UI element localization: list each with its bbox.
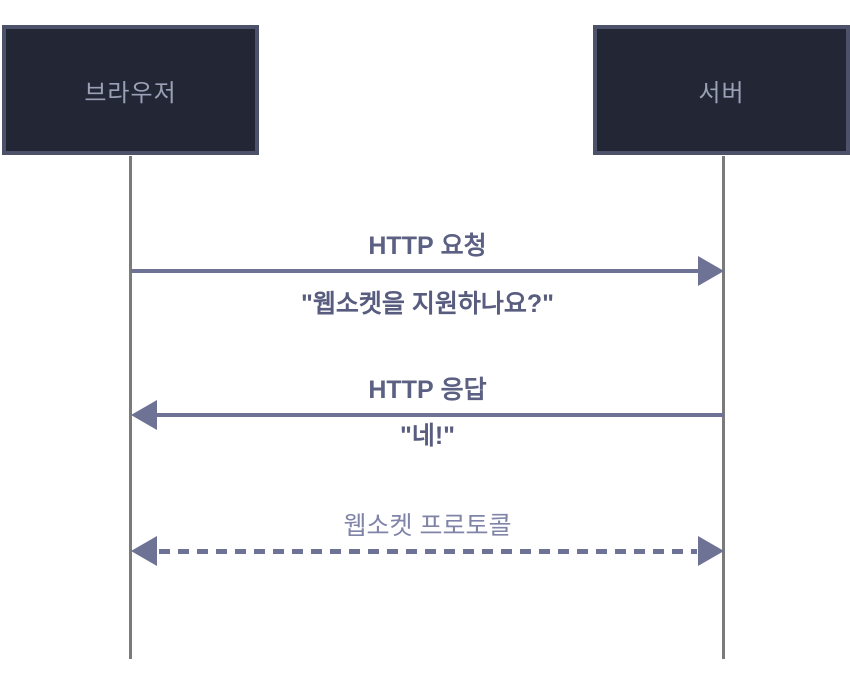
actor-browser-label: 브라우저 (84, 79, 177, 107)
message-1-label-text: 요청 (433, 232, 487, 260)
message-1-label: HTTP 요청 (131, 232, 724, 261)
message-3-arrowhead-right-icon (698, 536, 724, 566)
message-2-label: HTTP 응답 (131, 376, 724, 405)
actor-box-browser: 브라우저 (2, 25, 259, 155)
message-3-arrowhead-left-icon (131, 536, 157, 566)
actor-box-server: 서버 (593, 25, 850, 155)
actor-server-label: 서버 (698, 79, 745, 107)
message-2-note: "네!" (399, 422, 456, 450)
message-3-label: 웹소켓 프로토콜 (343, 512, 512, 540)
message-1-label-protocol: HTTP (368, 232, 434, 260)
message-1-note: "웹소켓을 지원하나요?" (301, 290, 554, 318)
lifeline-browser (129, 156, 132, 659)
message-2-label-text: 응답 (433, 376, 487, 404)
message-2-arrow-line (155, 413, 724, 417)
message-1-arrowhead-right-icon (698, 256, 724, 286)
message-2-label-protocol: HTTP (368, 376, 434, 404)
message-1-arrow-line (131, 269, 700, 273)
message-3-arrow-line (159, 549, 697, 554)
message-2-arrowhead-left-icon (131, 400, 157, 430)
lifeline-server (722, 156, 725, 659)
